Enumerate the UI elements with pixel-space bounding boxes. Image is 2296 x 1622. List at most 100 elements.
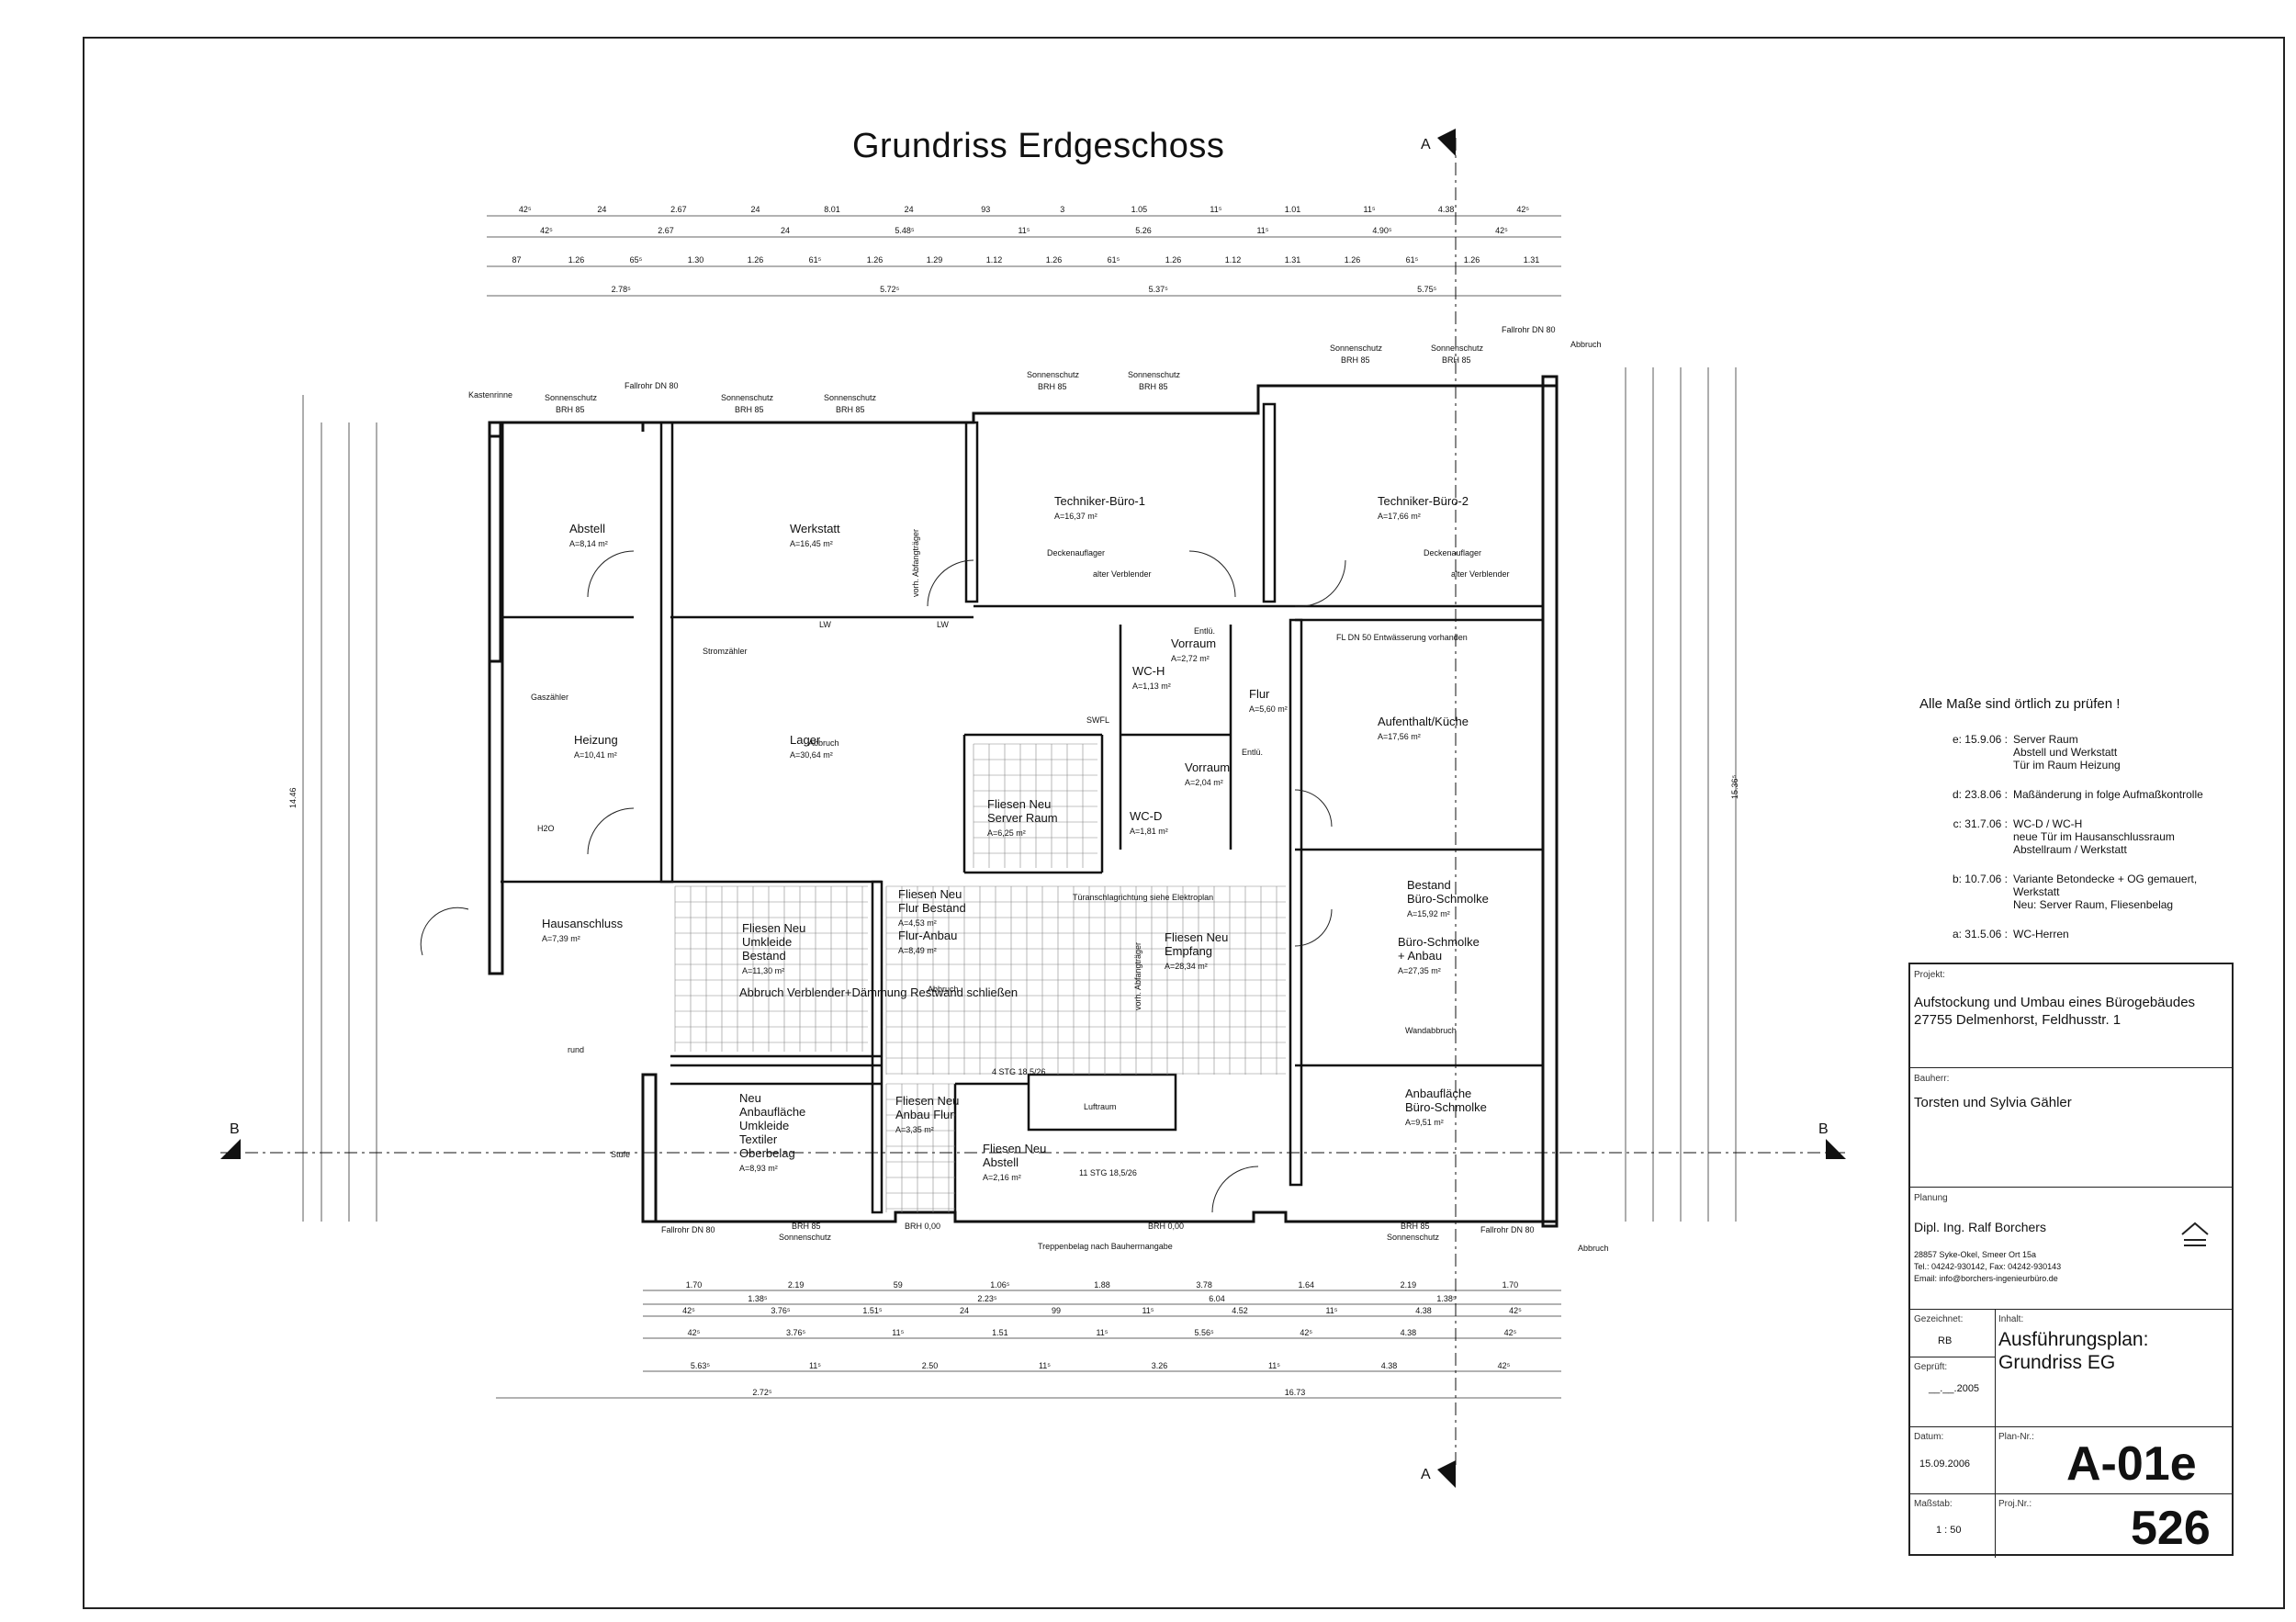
dimension-label: 1.26 bbox=[568, 255, 585, 265]
dimension-label: 4.52 bbox=[1232, 1306, 1248, 1315]
dimension-label: 3.78 bbox=[1196, 1280, 1212, 1290]
room-name-15: Flur Bestand bbox=[898, 901, 966, 915]
dimension-label: 1.38⁵ bbox=[1436, 1294, 1457, 1303]
office-logo-icon bbox=[2181, 1222, 2209, 1246]
dimension-label: 11⁵ bbox=[1325, 1306, 1337, 1315]
room-area-2: A=16,37 m² bbox=[1054, 512, 1097, 521]
dimension-label: 24 bbox=[960, 1306, 969, 1315]
annotation-sonnenschutz-7: Sonnenschutz bbox=[1431, 344, 1484, 353]
dimension-label: 24 bbox=[750, 205, 760, 214]
annotation-brh85: BRH 85 bbox=[556, 405, 585, 414]
room-name-17: Empfang bbox=[1165, 944, 1212, 958]
dimension-label: 11⁵ bbox=[1018, 226, 1030, 235]
dimension-label: 42⁵ bbox=[1495, 226, 1508, 235]
dimension-label: 11⁵ bbox=[892, 1328, 904, 1337]
dimension-label: 1.26 bbox=[1046, 255, 1063, 265]
dimension-label: 11⁵ bbox=[1096, 1328, 1108, 1337]
revision-entry: a: 31.5.06 :WC-Herren bbox=[1919, 928, 2223, 941]
room-name-17: Fliesen Neu bbox=[1165, 930, 1228, 944]
annotation-abbruch-bottom: Abbruch bbox=[1578, 1244, 1609, 1253]
room-name-6: Vorraum bbox=[1171, 636, 1216, 650]
room-name-12: Server Raum bbox=[987, 811, 1058, 825]
plan-number: A-01e bbox=[2066, 1437, 2197, 1491]
annotation-brh85-4: BRH 85 bbox=[1038, 382, 1067, 391]
annotation-abbruch-top: Abbruch bbox=[1570, 340, 1602, 349]
dimension-label: 5.75⁵ bbox=[1417, 285, 1437, 294]
room-area-14: A=11,30 m² bbox=[742, 966, 784, 975]
annotation-lw-2: LW bbox=[937, 620, 949, 629]
gezeichnet-label: Gezeichnet: bbox=[1914, 1314, 1964, 1324]
dimension-total-right_total: 15.36⁵ bbox=[1730, 774, 1739, 799]
annotation-tueranschlag: Türanschlagrichtung siehe Elektroplan bbox=[1073, 893, 1213, 902]
gezeichnet-value: RB bbox=[1938, 1335, 1953, 1346]
drawing-frame bbox=[83, 37, 2285, 1609]
room-name-21: Fliesen Neu bbox=[895, 1094, 959, 1108]
room-area-16: A=8,49 m² bbox=[898, 946, 937, 955]
annotation-abfangtraeger-2: vorh. Abfangträger bbox=[1133, 942, 1142, 1010]
dimension-label: 1.26 bbox=[748, 255, 764, 265]
room-area-18: A=15,92 m² bbox=[1407, 909, 1450, 918]
annotation-brh85-9: BRH 85 bbox=[1401, 1222, 1430, 1231]
room-name-22: Fliesen Neu bbox=[983, 1142, 1046, 1155]
revision-text: WC-Herren bbox=[2013, 928, 2069, 941]
section-marker-a-top[interactable] bbox=[1437, 129, 1456, 156]
room-area-0: A=8,14 m² bbox=[569, 539, 608, 548]
section-markers[interactable]: A A B B bbox=[220, 129, 1846, 1488]
room-name-16: Flur-Anbau bbox=[898, 929, 957, 942]
annotation-swfl: SWFL bbox=[1086, 715, 1109, 725]
room-name-21: Anbau Flur bbox=[895, 1108, 954, 1121]
revision-text: Variante Betondecke + OG gemauert,Werkst… bbox=[2013, 873, 2198, 911]
dimension-label: 11⁵ bbox=[1142, 1306, 1154, 1315]
annotation-abfangtraeger-1: vorh. Abfangträger bbox=[911, 529, 920, 597]
room-name-20: Neu bbox=[739, 1091, 761, 1105]
annotation-alter-verblender-2: alter Verblender bbox=[1451, 569, 1510, 579]
revision-entry: d: 23.8.06 :Maßänderung in folge Aufmaßk… bbox=[1919, 788, 2223, 801]
room-name-19: + Anbau bbox=[1398, 949, 1442, 963]
projekt-text: Aufstockung und Umbau eines Bürogebäudes… bbox=[1914, 995, 2196, 1028]
annotation-stg-bottom: 11 STG 18,5/26 bbox=[1079, 1168, 1137, 1177]
section-label-a-top: A bbox=[1421, 137, 1431, 152]
revision-key: e: 15.9.06 : bbox=[1952, 733, 2008, 746]
dimension-label: 3.76⁵ bbox=[771, 1306, 791, 1315]
dimension-label: 4.38 bbox=[1381, 1361, 1398, 1370]
dimension-label: 5.72⁵ bbox=[880, 285, 900, 294]
annotations: Kastenrinne Sonnenschutz BRH 85 Fallrohr… bbox=[468, 325, 1609, 1253]
section-marker-b-right[interactable] bbox=[1826, 1139, 1846, 1159]
annotation-kastenrinne: Kastenrinne bbox=[468, 390, 512, 400]
annotation-lw-1: LW bbox=[819, 620, 831, 629]
dimension-label: 65⁵ bbox=[630, 255, 643, 265]
room-name-22: Abstell bbox=[983, 1155, 1019, 1169]
section-marker-b-left[interactable] bbox=[220, 1139, 241, 1159]
annotation-fallrohr: Fallrohr DN 80 bbox=[625, 381, 679, 390]
annotation-sonnenschutz-4: Sonnenschutz bbox=[1027, 370, 1080, 379]
room-area-21: A=3,35 m² bbox=[895, 1125, 934, 1134]
dimension-label: 5.37⁵ bbox=[1149, 285, 1169, 294]
room-name-5: Lager bbox=[790, 733, 821, 747]
annotation-fallrohr-4: Fallrohr DN 80 bbox=[1480, 1225, 1535, 1234]
dimension-label: 1.64 bbox=[1298, 1280, 1314, 1290]
section-marker-a-bottom[interactable] bbox=[1437, 1460, 1456, 1488]
room-area-7: A=1,13 m² bbox=[1132, 681, 1171, 691]
dimension-label: 87 bbox=[512, 255, 521, 265]
annotation-stufe: Stufe bbox=[611, 1150, 630, 1159]
annotation-sonnenschutz-6: Sonnenschutz bbox=[1330, 344, 1383, 353]
dimension-label: 42⁵ bbox=[1504, 1328, 1517, 1337]
annotation-rund: rund bbox=[568, 1045, 584, 1054]
room-name-23: Büro-Schmolke bbox=[1405, 1100, 1487, 1114]
massstab-value: 1 : 50 bbox=[1936, 1525, 1962, 1536]
annotation-deckenauflager-2: Deckenauflager bbox=[1424, 548, 1481, 558]
dimension-total-left_total: 14.46 bbox=[288, 787, 298, 808]
room-name-13: Hausanschluss bbox=[542, 917, 624, 930]
room-area-20: A=8,93 m² bbox=[739, 1164, 778, 1173]
dimension-label: 5.26 bbox=[1135, 226, 1152, 235]
revision-key: b: 10.7.06 : bbox=[1952, 873, 2008, 885]
annotation-entlueftung-2: Entlü. bbox=[1242, 748, 1263, 757]
annotation-stromzaehler: Stromzähler bbox=[703, 647, 748, 656]
dimension-label: 1.70 bbox=[1503, 1280, 1519, 1290]
dimension-label: 1.01 bbox=[1285, 205, 1301, 214]
annotation-brh0-2: BRH 0,00 bbox=[1148, 1222, 1184, 1231]
annotation-alter-verblender-1: alter Verblender bbox=[1093, 569, 1152, 579]
